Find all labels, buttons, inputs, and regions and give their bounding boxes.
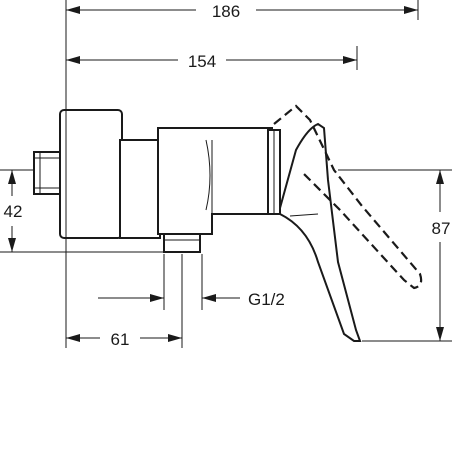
dim-outlet-offset: 61 xyxy=(66,330,182,349)
dim-body-width-label: 154 xyxy=(188,52,216,71)
valve-housing xyxy=(119,127,273,239)
dim-overall-width-label: 186 xyxy=(212,2,240,21)
dim-handle-height-label: 87 xyxy=(432,219,451,238)
dim-outlet-offset-label: 61 xyxy=(111,330,130,349)
dim-overall-width: 186 xyxy=(66,2,418,21)
dim-body-width: 154 xyxy=(66,52,357,71)
dim-handle-height: 87 xyxy=(432,170,451,341)
lever-handle xyxy=(279,122,362,342)
lever-handle-alt-position xyxy=(273,104,423,290)
outlet-connection xyxy=(163,233,201,253)
dim-inlet-height: 42 xyxy=(4,170,23,252)
inlet-nipple xyxy=(33,151,63,195)
cartridge-collar xyxy=(267,129,281,215)
wall-flange xyxy=(59,109,123,239)
dim-inlet-height-label: 42 xyxy=(4,202,23,221)
dim-connection-thread: G1/2 xyxy=(98,290,285,309)
dim-connection-thread-label: G1/2 xyxy=(248,290,285,309)
